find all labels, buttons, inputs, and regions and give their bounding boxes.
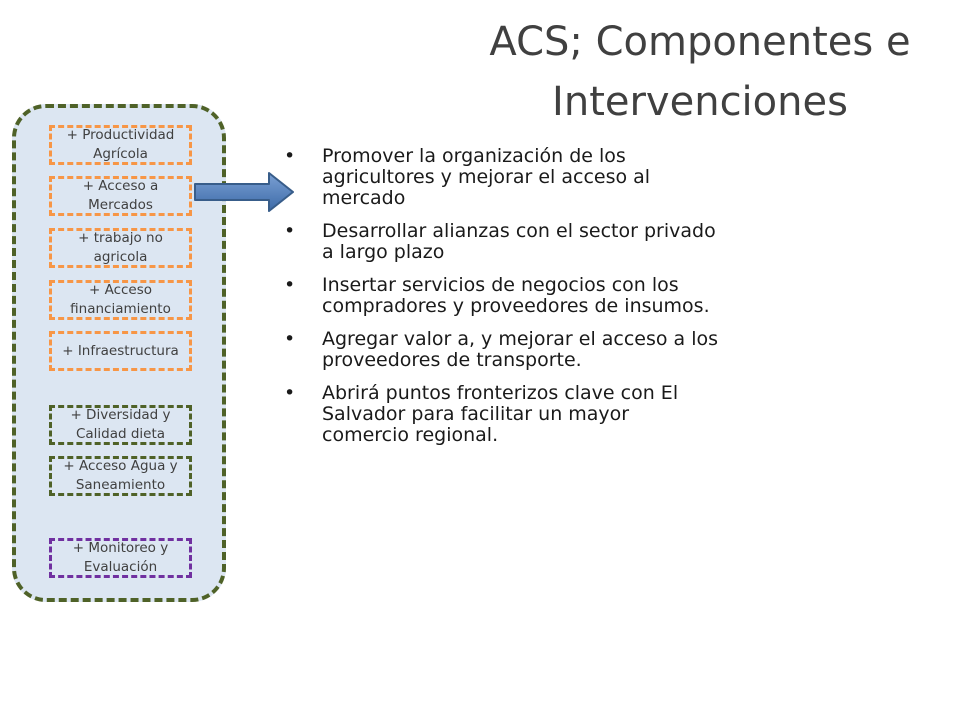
list-item: • Insertar servicios de negocios con los …	[280, 275, 720, 317]
component-trabajo-no-agricola: + trabajo no agricola	[49, 228, 192, 268]
component-infraestructura: + Infraestructura	[49, 331, 192, 371]
bullet-text: Insertar servicios de negocios con los c…	[322, 274, 710, 317]
bullet-text: Abrirá puntos fronterizos clave con El S…	[322, 382, 679, 446]
bullet-text: Desarrollar alianzas con el sector priva…	[322, 220, 716, 263]
list-item: • Abrirá puntos fronterizos clave con El …	[280, 383, 720, 446]
bullet-marker: •	[284, 382, 296, 404]
bullet-text: Promover la organización de los agricult…	[322, 145, 651, 209]
bullet-marker: •	[284, 274, 296, 296]
title-line-1: ACS; Componentes e	[489, 19, 911, 65]
component-diversidad-calidad-dieta: + Diversidad y Calidad dieta	[49, 405, 192, 445]
list-item: • Promover la organización de los agricul…	[280, 146, 720, 209]
interventions-list: • Promover la organización de los agricul…	[280, 146, 720, 458]
slide-title: ACS; Componentes e Intervenciones	[470, 12, 930, 132]
component-acceso-financiamiento: + Acceso financiamiento	[49, 280, 192, 320]
component-monitoreo-evaluacion: + Monitoreo y Evaluación	[49, 538, 192, 578]
component-productividad-agricola: + Productividad Agrícola	[49, 125, 192, 165]
list-item: • Agregar valor a, y mejorar el acceso a …	[280, 329, 720, 371]
component-acceso-mercados: + Acceso a Mercados	[49, 176, 192, 216]
bullet-text: Agregar valor a, y mejorar el acceso a l…	[322, 328, 719, 371]
bullet-marker: •	[284, 328, 296, 350]
right-arrow-icon	[194, 172, 294, 212]
component-acceso-agua-saneamiento: + Acceso Agua y Saneamiento	[49, 456, 192, 496]
title-line-2: Intervenciones	[552, 79, 848, 125]
bullet-marker: •	[284, 220, 296, 242]
bullet-marker: •	[284, 145, 296, 167]
list-item: • Desarrollar alianzas con el sector priv…	[280, 221, 720, 263]
